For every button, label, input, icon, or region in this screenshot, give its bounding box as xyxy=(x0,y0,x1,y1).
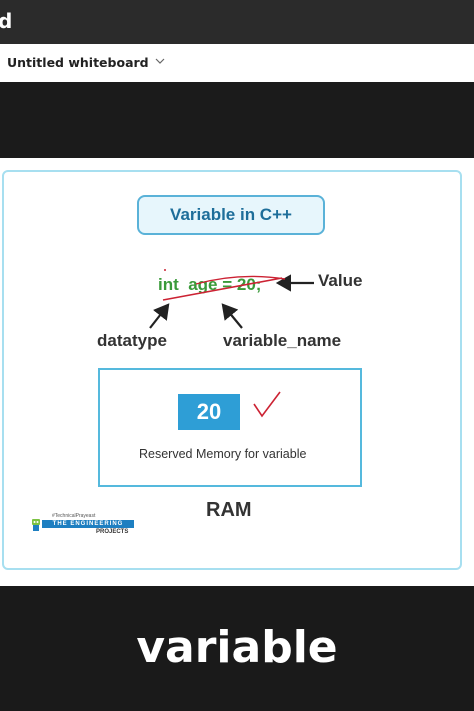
red-underline-stroke xyxy=(162,277,283,301)
robot-icon xyxy=(32,519,40,531)
variable-name-label: variable_name xyxy=(223,331,342,350)
memory-value: 20 xyxy=(178,394,240,430)
value-label: Value xyxy=(318,271,363,290)
logo-sub: PROJECTS xyxy=(96,529,129,535)
slide-title: Variable in C++ xyxy=(137,195,325,235)
document-title-dropdown[interactable]: Untitled whiteboard xyxy=(7,55,165,70)
whiteboard-toolbar: Untitled whiteboard xyxy=(0,44,474,83)
chevron-down-icon xyxy=(155,57,165,68)
app-titlebar: d xyxy=(0,0,474,44)
ram-label: RAM xyxy=(206,499,252,521)
logo-tagline: #TechnicalPrayeast xyxy=(52,513,96,519)
caption-text: variable xyxy=(136,622,338,673)
variable-name-arrow xyxy=(221,303,243,329)
red-overline-stroke xyxy=(195,275,286,285)
reserved-memory-text: Reserved Memory for variable xyxy=(139,447,307,461)
datatype-label: datatype xyxy=(97,331,167,350)
engineering-projects-logo: #TechnicalPrayeast THE ENGINEERING PROJE… xyxy=(30,513,140,537)
video-bottom-band xyxy=(0,586,474,711)
video-top-band xyxy=(0,82,474,158)
datatype-arrow xyxy=(149,303,170,329)
logo-name: THE ENGINEERING xyxy=(42,520,134,528)
app-title: d xyxy=(0,9,13,33)
check-mark-icon xyxy=(253,391,281,418)
document-title: Untitled whiteboard xyxy=(7,55,149,70)
red-dot-mark xyxy=(164,269,166,271)
